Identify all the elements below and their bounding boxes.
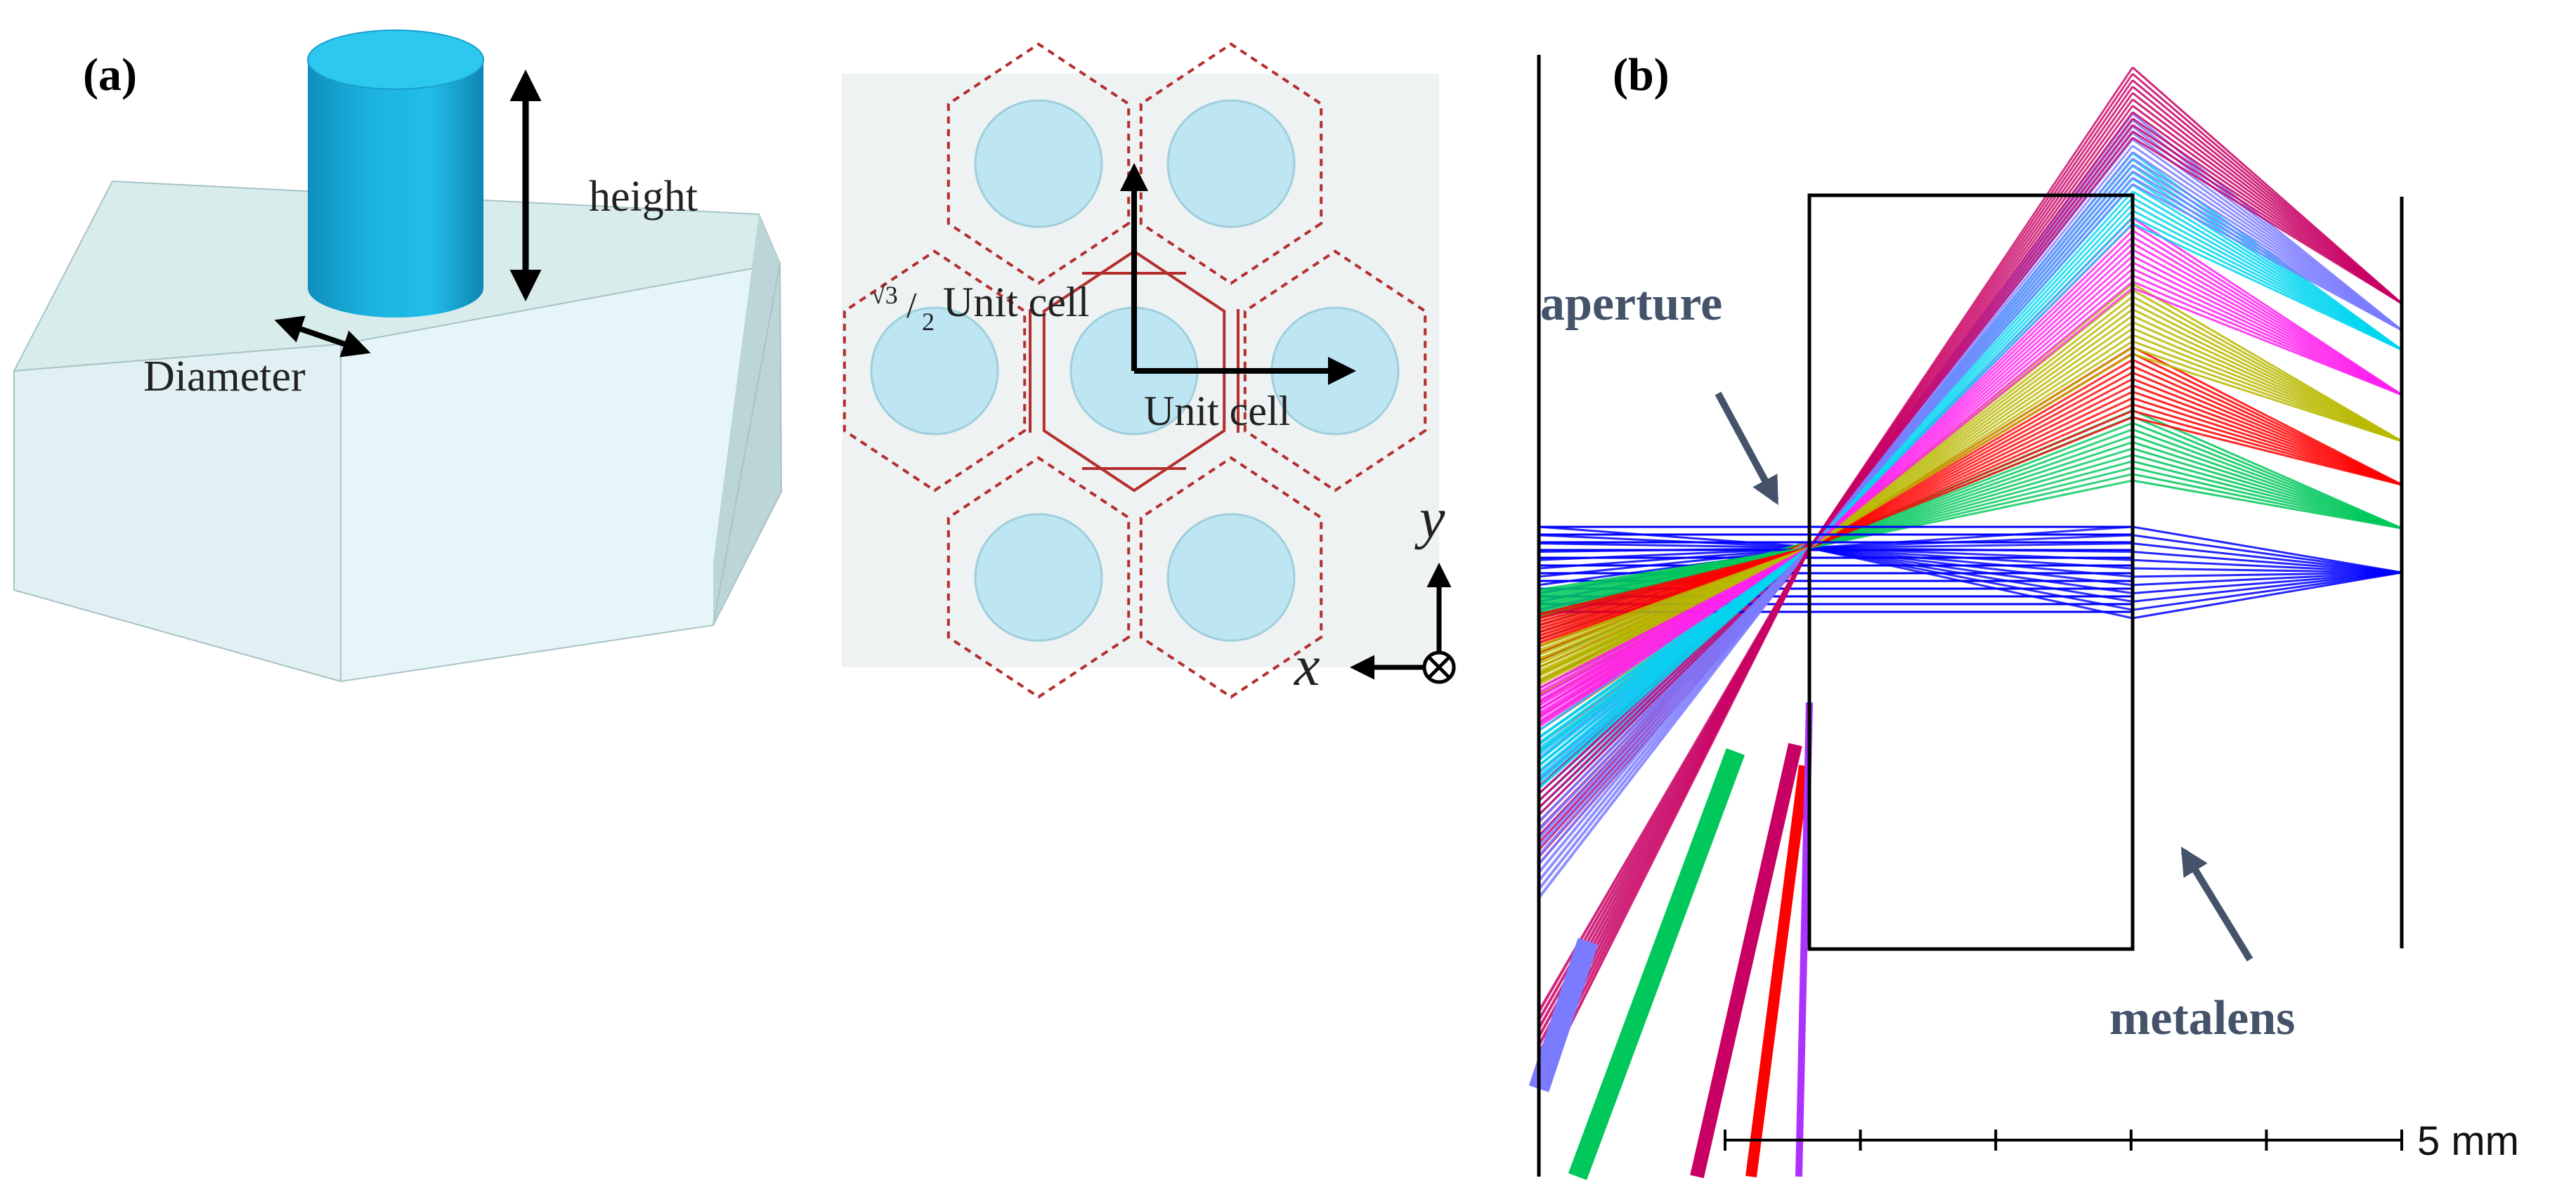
lattice-hexagon	[1139, 456, 1323, 699]
scale-bar: 5 mm	[1724, 1118, 2519, 1164]
internal-ray	[1808, 137, 2134, 549]
focusing-ray	[2132, 571, 2402, 603]
y-axis-label: y	[1414, 486, 1445, 550]
focusing-ray	[2132, 571, 2402, 595]
lattice-hole	[870, 306, 999, 436]
focusing-ray	[2132, 571, 2402, 587]
incident-ray	[1537, 544, 1811, 816]
focusing-ray	[2132, 571, 2402, 620]
internal-ray	[1809, 479, 2133, 549]
sqrt3-denominator: 2	[922, 308, 935, 336]
focusing-ray	[2132, 183, 2402, 332]
coordinate-axes: y x	[1294, 486, 1456, 698]
steep-field-beam	[1568, 748, 1745, 1180]
hexagonal-lattice: √3 / 2 Unit cell Unit cell	[842, 42, 1439, 699]
off-axis-incident-ray	[1537, 547, 1811, 728]
internal-ray	[1808, 183, 2134, 549]
panel-b: (b) aperture metalens 5 mm	[1528, 49, 2519, 1180]
unit-cell-vertical-label: Unit cell	[943, 279, 1089, 325]
focusing-ray	[2132, 479, 2402, 530]
diameter-label: Diameter	[143, 353, 306, 400]
panel-a-label: (a)	[83, 49, 137, 100]
off-axis-incident-ray	[1537, 547, 1811, 899]
metalens-pointer	[2180, 846, 2253, 962]
incident-ray	[1538, 534, 1810, 549]
steep-field-beam	[1528, 938, 1599, 1092]
scale-label: 5 mm	[2417, 1118, 2519, 1164]
focusing-ray	[2132, 136, 2402, 305]
internal-ray	[1809, 547, 2133, 578]
off-axis-incident-ray	[1537, 547, 1811, 790]
unit-cell-horizontal-label: Unit cell	[1144, 388, 1290, 434]
hexagonal-substrate	[13, 180, 783, 683]
incident-ray	[1538, 525, 1810, 548]
scale-ticks	[1724, 1130, 2403, 1151]
pillar-body	[308, 60, 483, 318]
focusing-ray	[2132, 571, 2402, 611]
internal-ray	[1809, 542, 2133, 549]
lattice-hole	[1166, 99, 1296, 228]
lattice-hole	[974, 99, 1103, 228]
focusing-ray	[2132, 525, 2402, 574]
lattice-hexagon	[1243, 249, 1427, 492]
lattice-cells	[843, 42, 1427, 699]
panel-b-label: (b)	[1613, 49, 1670, 100]
pillar-top	[307, 30, 484, 90]
substrate-side-face	[713, 214, 780, 625]
internal-ray	[1809, 525, 2133, 549]
off-axis-incident-ray	[1537, 547, 1811, 1088]
focusing-ray	[2132, 353, 2402, 443]
steep-field-beam	[1745, 764, 1810, 1178]
internal-ray	[1809, 547, 2133, 603]
focusing-ray	[2132, 416, 2402, 486]
internal-ray	[1809, 547, 2133, 620]
x-axis-label: x	[1294, 634, 1320, 698]
focusing-ray	[2132, 571, 2402, 578]
internal-ray	[1809, 353, 2133, 549]
lattice-hexagon	[1042, 249, 1226, 492]
focusing-ray	[2132, 558, 2402, 574]
steep-field-beam	[1690, 743, 1802, 1179]
internal-ray	[1809, 287, 2133, 549]
panel-a: (a) height Diameter √3	[13, 30, 1456, 699]
focusing-ray	[2132, 534, 2402, 574]
lattice-hexagon	[947, 456, 1131, 699]
fraction-slash: /	[906, 286, 917, 326]
incident-ray	[1538, 542, 1810, 549]
nanopillar	[307, 30, 484, 318]
lattice-hexagon	[1139, 42, 1323, 285]
substrate-side-face-2	[713, 263, 783, 626]
lens-box	[1807, 193, 2135, 951]
diameter-arrow	[274, 315, 371, 358]
focusing-ray	[2132, 287, 2402, 396]
lattice-hole	[974, 513, 1103, 642]
lattice-hole	[1166, 513, 1296, 642]
focusing-ray	[2132, 222, 2402, 351]
focusing-ray	[2132, 542, 2402, 574]
internal-ray	[1808, 222, 2134, 549]
aperture-label: aperture	[1540, 277, 1722, 331]
lattice-hexagon	[947, 42, 1131, 285]
internal-ray	[1809, 547, 2133, 595]
focusing-ray	[2132, 550, 2402, 574]
sqrt3-numerator: √3	[871, 281, 898, 309]
height-label: height	[589, 173, 698, 221]
lattice-hexagon	[843, 249, 1027, 492]
ray-trace	[1528, 66, 2402, 1180]
focusing-ray	[2132, 567, 2402, 574]
z-axis-cross-2	[1428, 656, 1450, 679]
aperture-pointer	[1715, 391, 1779, 506]
metalens-label: metalens	[2109, 991, 2295, 1045]
